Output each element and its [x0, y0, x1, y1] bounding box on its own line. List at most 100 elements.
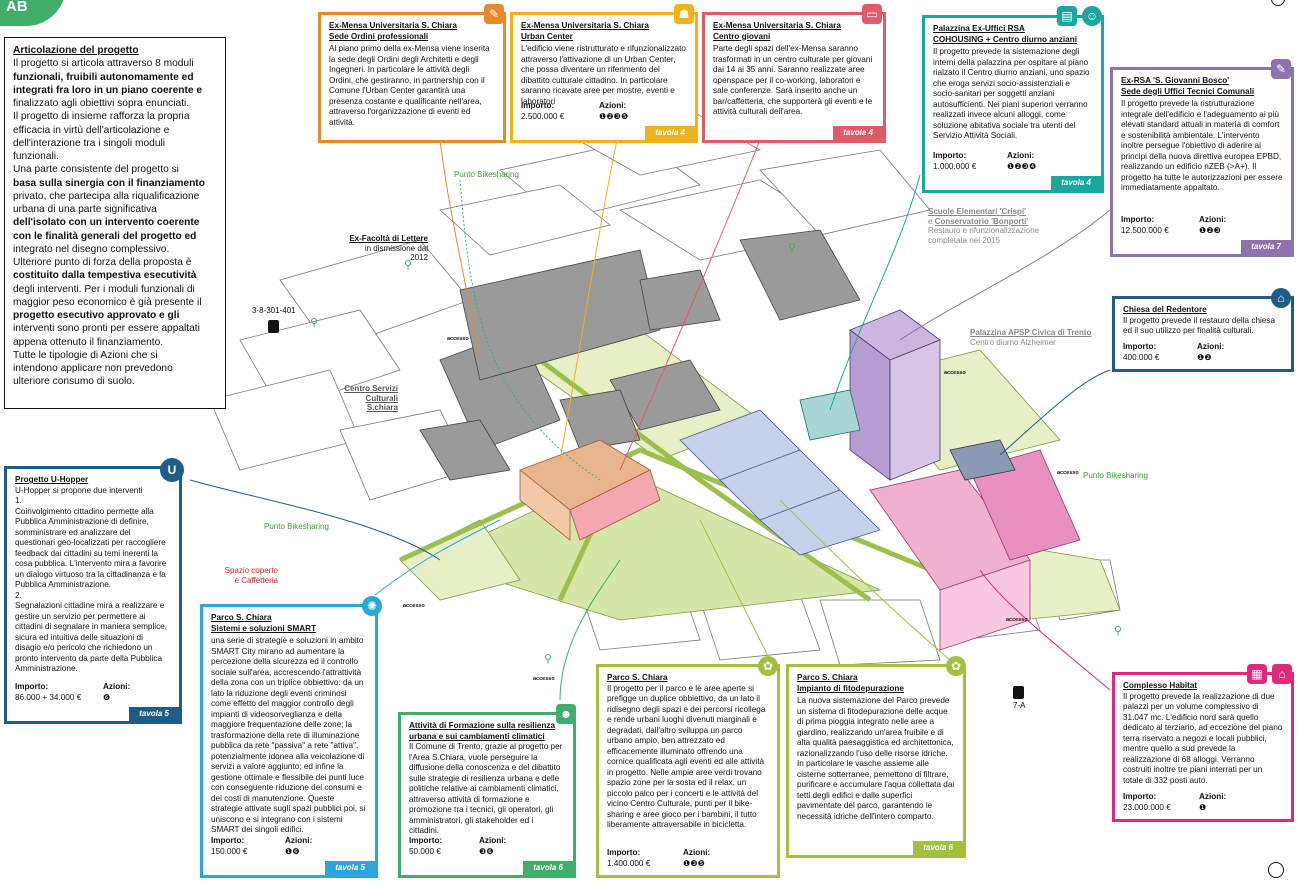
azioni-value: ❶❷ — [1197, 352, 1212, 362]
access-marker: accesso — [447, 336, 469, 342]
box-subtitle: Centro giovani — [713, 31, 771, 41]
corner-tag: AB — [0, 0, 66, 26]
bike-icon: ⚲ — [788, 242, 797, 254]
importo-value: 12.500.000 € — [1121, 225, 1169, 235]
importo-value: 1.400.000 € — [607, 858, 651, 868]
box-azioni: Azioni:❸❻ — [479, 836, 506, 857]
azioni-label: Azioni: — [1007, 151, 1035, 160]
access-marker: accesso — [944, 370, 966, 376]
lightbulb-icon: ✺ — [362, 596, 382, 616]
importo-value: 50.000 € — [409, 846, 441, 856]
azioni-value: ❶❷❸ — [1199, 225, 1222, 235]
box-sistemi-smart: Parco S. Chiara Sistemi e soluzioni SMAR… — [200, 604, 378, 878]
box-azioni: Azioni:❶ — [1199, 792, 1226, 813]
existing-buildings — [419, 229, 861, 481]
box-title: Complesso Habitat — [1123, 681, 1198, 690]
intro-line: Il progetto di insieme rafforza la propr… — [13, 111, 190, 123]
label-spazio-coperto: Spazio coperto e Caffetteria — [224, 566, 278, 585]
bike-icon: ⚲ — [310, 317, 319, 329]
label-bikesharing-2: Punto Bikesharing — [264, 522, 329, 531]
azioni-label: Azioni: — [1197, 342, 1225, 351]
box-parco: Parco S. Chiara Il progetto per il parco… — [596, 664, 780, 878]
tavola-tag: tavola 6 — [523, 860, 573, 875]
box-subtitle: Impianto di fitodepurazione — [797, 683, 904, 693]
azioni-label: Azioni: — [285, 836, 313, 845]
tools-icon: ✎ — [484, 4, 504, 24]
box-body-line: 1. — [15, 496, 22, 505]
cohousing-building — [799, 389, 861, 441]
azioni-label: Azioni: — [599, 101, 627, 110]
intro-line: maggior peso economico è già presente il — [13, 296, 202, 308]
azioni-value: ❶❻ — [285, 846, 300, 856]
access-marker: accesso — [533, 676, 555, 682]
intro-line: degli interventi. Per i moduli funzional… — [13, 283, 195, 295]
tavola-tag: tavola 4 — [645, 125, 695, 140]
azioni-value: ❸❻ — [479, 846, 494, 856]
box-subtitle: Sede Ordini professionali — [329, 31, 429, 41]
church-building — [949, 439, 1016, 481]
box-azioni: Azioni:❶❷ — [1197, 342, 1224, 363]
intro-line: interventi sono pronti per essere appalt… — [13, 323, 200, 335]
importo-value: 86.000 + 34.000 € — [15, 692, 82, 702]
intro-line: funzionali. — [13, 151, 59, 162]
box-azioni: Azioni:❶❷❸❺ — [599, 101, 628, 122]
box-rsa-cohousing: Palazzina Ex-Uffici RSA COHOUSING + Cent… — [922, 15, 1104, 193]
pencil-icon: ✎ — [1271, 59, 1291, 79]
importo-value: 23.000.000 € — [1123, 802, 1171, 812]
importo-label: Importo: — [933, 151, 967, 160]
box-title: Ex-Mensa Universitaria S. Chiara — [521, 21, 649, 30]
importo-label: Importo: — [521, 101, 555, 110]
box-body: Il progetto per il parco e le aree apert… — [607, 683, 766, 830]
box-urban-center: Ex-Mensa Universitaria S. Chiara Urban C… — [510, 12, 698, 143]
box-body: La nuova sistemazione del Parco prevede … — [797, 696, 955, 821]
tavola-tag: tavola 6 — [913, 840, 963, 855]
box-title: Parco S. Chiara — [211, 613, 272, 622]
bike-icon: ⚲ — [544, 653, 553, 665]
box-u-hopper: Progetto U-Hopper U-Hopper si propone du… — [4, 466, 182, 724]
box-importo: Importo:1.000.000 € — [933, 151, 976, 172]
box-azioni: Azioni:❶❷❸❹ — [1007, 151, 1036, 172]
presenter-icon: ☗ — [674, 4, 694, 24]
box-azioni: Azioni:❶❸❺ — [683, 848, 710, 869]
importo-value: 150.000 € — [211, 846, 248, 856]
tavola-tag: tavola 7 — [1241, 239, 1291, 254]
intro-line: ulteriore consumo di suolo. — [13, 376, 135, 388]
label-bikesharing-1: Punto Bikesharing — [454, 170, 519, 179]
box-body: una serie di strategie e soluzioni in am… — [211, 636, 366, 834]
label-conj: e — [928, 216, 935, 226]
box-complesso-habitat: Complesso Habitat Il progetto prevede la… — [1112, 672, 1294, 822]
tavola-tag: tavola 4 — [833, 125, 883, 140]
label-title: Palazzina APSP Civica di Trento — [970, 328, 1092, 337]
azioni-value: ❶ — [1199, 802, 1207, 812]
intro-line: integrati fra loro in un piano coerente … — [13, 84, 203, 96]
access-marker: accesso — [403, 603, 425, 609]
intro-line: funzionali, fruibili autonomamente ed — [13, 71, 194, 83]
box-body-line: Coinvolgimento cittadino permette alla P… — [15, 506, 167, 590]
label-sub-2: completata nel 2015 — [928, 235, 1001, 245]
intro-line: Il progetto si articola attraverso 8 mod… — [13, 58, 194, 70]
label-bus-stop-1: 3-8-301-401 — [252, 306, 296, 315]
box-chiesa-redentore: Chiesa del Redentore Il progetto prevede… — [1112, 296, 1294, 372]
box-title: Parco S. Chiara — [797, 673, 858, 682]
intro-line: Tutte le tipologie di Azioni che si — [13, 349, 158, 361]
azioni-value: ❶❷❸❺ — [599, 111, 629, 121]
tavola-tag: tavola 4 — [1051, 175, 1101, 190]
box-importo: Importo:150.000 € — [211, 836, 247, 857]
azioni-value: ❶❸❺ — [683, 858, 706, 868]
label-bus-stop-2: 7-A — [1013, 701, 1026, 710]
box-title: Progetto U-Hopper — [15, 475, 89, 484]
bike-icon: ⚲ — [1114, 625, 1123, 637]
azioni-value: ❻ — [103, 692, 111, 702]
box-subtitle: Sistemi e soluzioni SMART — [211, 623, 317, 633]
corner-arrow-icon[interactable] — [1268, 862, 1284, 878]
importo-label: Importo: — [211, 836, 245, 845]
box-formazione: Attività di Formazione sulla resilienza … — [398, 712, 576, 878]
intro-line: appena ottenuto il finanziamento. — [13, 336, 164, 348]
temple-icon: ⌂ — [1271, 288, 1291, 308]
box-body: Il progetto prevede la ristrutturazione … — [1121, 99, 1283, 192]
tavola-tag: tavola 5 — [129, 706, 179, 721]
importo-label: Importo: — [1123, 792, 1157, 801]
importo-value: 2.500.000 € — [521, 111, 565, 121]
box-title: Ex-Mensa Universitaria S. Chiara — [713, 21, 841, 30]
